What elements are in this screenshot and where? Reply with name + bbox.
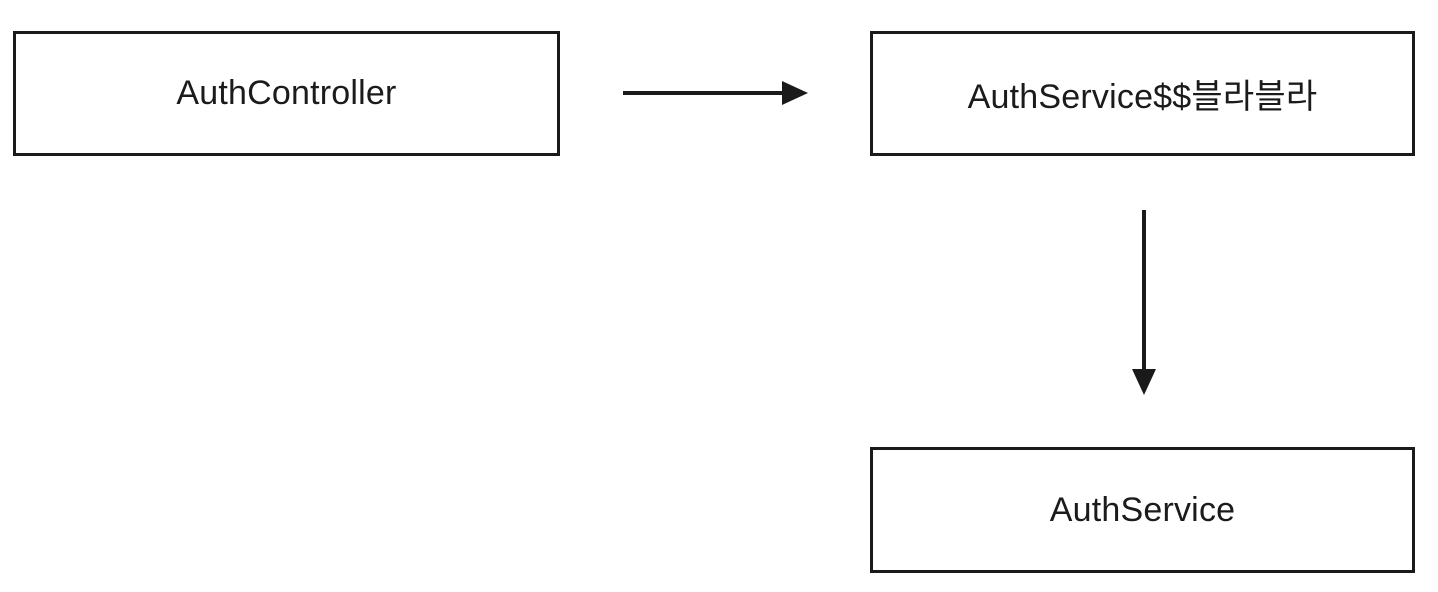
node-auth-service-proxy: AuthService$$블라블라 [870, 31, 1415, 156]
node-auth-controller-label: AuthController [176, 74, 397, 112]
node-auth-controller: AuthController [13, 31, 560, 156]
node-auth-service-label: AuthService [1049, 490, 1236, 529]
node-auth-service: AuthService [870, 447, 1415, 573]
arrow-right-icon [623, 81, 808, 105]
arrow-down-icon [1132, 210, 1156, 395]
node-auth-service-proxy-label: AuthService$$블라블라 [967, 78, 1318, 116]
